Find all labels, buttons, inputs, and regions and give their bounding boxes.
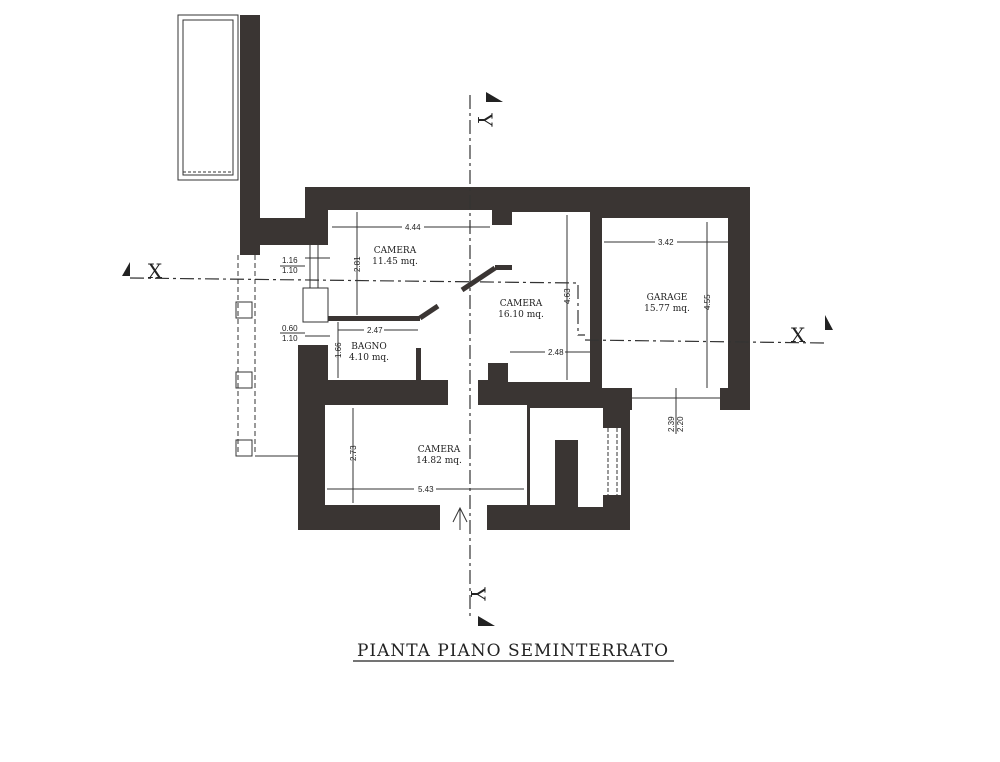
- room-name: CAMERA: [500, 299, 543, 309]
- room-interiors: [305, 210, 728, 531]
- axis-y-top-label: Y: [473, 112, 497, 127]
- dim-label: 1.10: [282, 266, 298, 275]
- window-box: [302, 287, 329, 323]
- room-name: BAGNO: [351, 342, 387, 352]
- x-left-flag-icon: [122, 262, 130, 276]
- room-area: 4.10 mq.: [349, 353, 389, 363]
- partitions: [302, 245, 720, 495]
- dim-label: 0.60: [282, 324, 298, 333]
- dim-label: 2.47: [367, 326, 383, 335]
- room-name: CAMERA: [374, 246, 417, 256]
- room-name: CAMERA: [418, 445, 461, 455]
- dim-label: 1.16: [282, 256, 298, 265]
- room-area: 14.82 mq.: [416, 456, 462, 466]
- dim-label: 1.66: [334, 342, 343, 358]
- dim-label: 2.73: [349, 445, 358, 461]
- section-axes: [122, 92, 833, 626]
- exterior-stair: [177, 14, 239, 181]
- dim-label: 2.20: [676, 416, 685, 432]
- dim-label: 4.55: [703, 294, 712, 310]
- dim-label: 4.44: [405, 223, 421, 232]
- dimension-labels: 4.44 2.81 1.16 1.10 0.60 1.10 2.47 1.66 …: [280, 222, 712, 494]
- axis-x-right-label: X: [791, 323, 806, 347]
- dim-label: 5.43: [418, 485, 434, 494]
- plan-title: PIANTA PIANO SEMINTERRATO: [357, 641, 669, 661]
- axis-y-bottom-label: Y: [466, 586, 490, 601]
- dim-label: 2.81: [353, 256, 362, 272]
- exterior-outline: [235, 255, 298, 457]
- y-bottom-flag-icon: [478, 616, 495, 626]
- dim-label: 4.63: [563, 288, 572, 304]
- dim-label: 3.42: [658, 238, 674, 247]
- room-name: GARAGE: [647, 293, 688, 303]
- dim-label: 1.10: [282, 334, 298, 343]
- dim-label: 2.39: [667, 416, 676, 432]
- y-top-flag-icon: [486, 92, 503, 102]
- room-area: 16.10 mq.: [498, 310, 544, 320]
- room-area: 11.45 mq.: [372, 257, 418, 267]
- axis-x-left-label: X: [148, 259, 163, 283]
- room-area: 15.77 mq.: [644, 304, 690, 314]
- x-right-flag-icon: [825, 315, 833, 330]
- dim-label: 2.48: [548, 348, 564, 357]
